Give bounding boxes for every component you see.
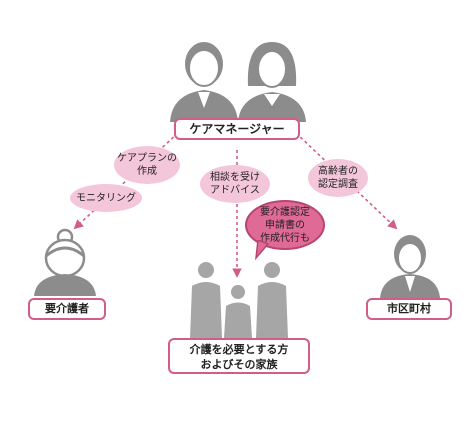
monitoring-label: モニタリング (70, 184, 142, 212)
municipality-label: 市区町村 (366, 298, 452, 320)
consult-text: 相談を受け アドバイス (210, 172, 260, 196)
elderly-label: 要介護者 (28, 298, 106, 320)
certification-survey-text: 高齢者の 認定調査 (318, 166, 358, 190)
arrow-to-elderly (73, 132, 179, 230)
municipality-staff-icon (380, 235, 440, 298)
care-plan-text: ケアプランの 作成 (117, 153, 177, 177)
certification-survey-label: 高齢者の 認定調査 (308, 159, 368, 197)
family-label-text: 介護を必要とする方 およびその家族 (189, 343, 289, 371)
speech-bubble-tail (255, 240, 270, 260)
application-proxy-text: 要介護認定 申請書の 作成代行も (260, 206, 310, 244)
care-plan-label: ケアプランの 作成 (114, 146, 180, 184)
family-label: 介護を必要とする方 およびその家族 (168, 338, 310, 374)
family-group-icon (190, 262, 288, 338)
consult-label: 相談を受け アドバイス (200, 165, 270, 203)
care-manager-male-icon (170, 42, 238, 122)
elderly-person-icon (34, 228, 96, 296)
monitoring-text: モニタリング (76, 192, 136, 204)
care-manager-label: ケアマネージャー (174, 118, 300, 140)
application-proxy-bubble: 要介護認定 申請書の 作成代行も (245, 200, 325, 250)
care-manager-female-icon (238, 42, 306, 122)
